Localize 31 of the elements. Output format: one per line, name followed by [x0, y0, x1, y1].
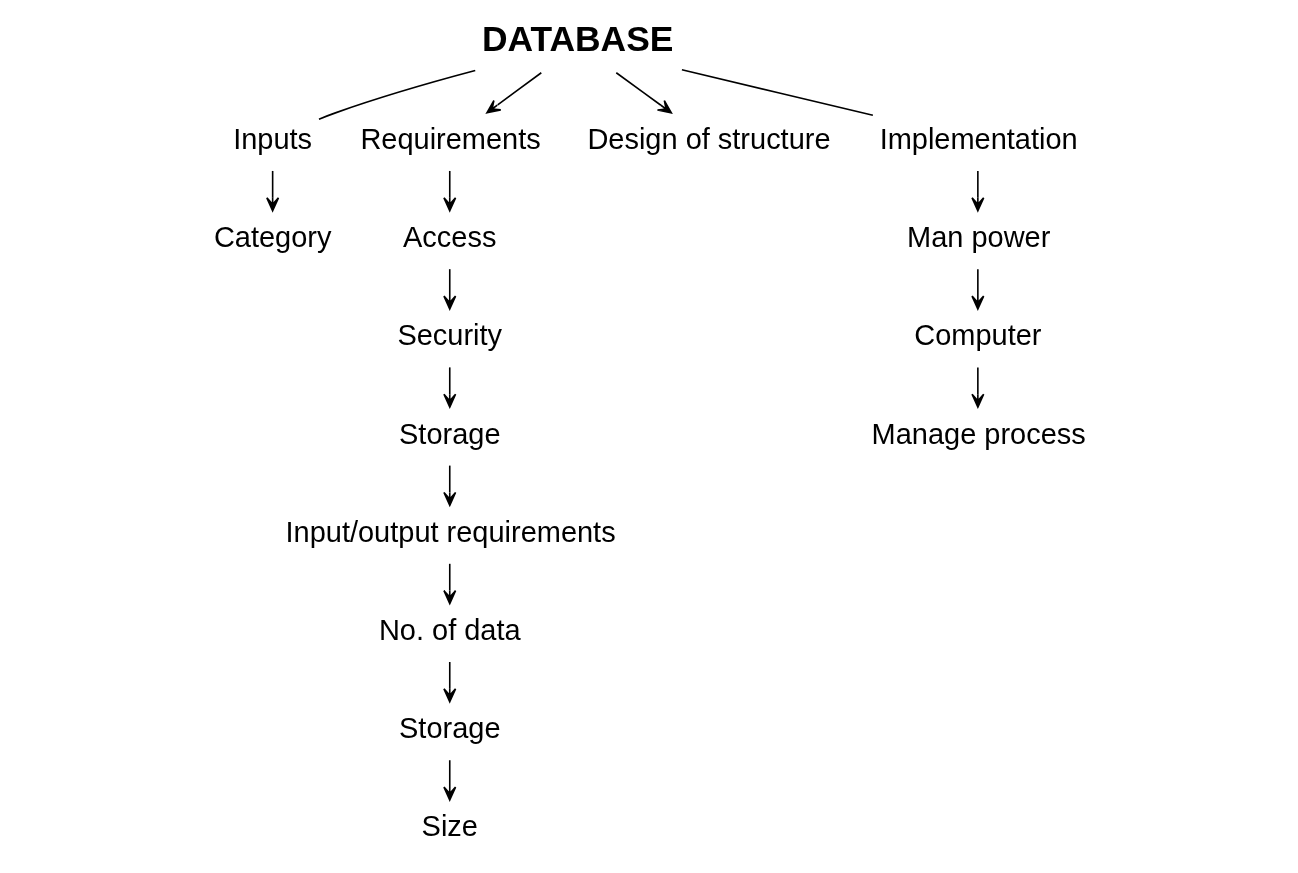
node-text: Size — [421, 810, 478, 843]
node-text: Storage — [399, 712, 501, 745]
node-text: Access — [403, 221, 497, 254]
arrow — [266, 170, 280, 212]
node-text: Computer — [914, 319, 1042, 352]
arrow — [443, 759, 457, 801]
arrow — [443, 464, 457, 507]
arrow — [971, 170, 985, 212]
arrow — [971, 268, 985, 310]
node-text: Man power — [907, 221, 1051, 254]
node-text: Storage — [399, 417, 501, 450]
connector — [681, 69, 874, 117]
node-text: Requirements — [360, 122, 541, 155]
node-text: Inputs — [233, 122, 313, 155]
arrow — [443, 563, 457, 605]
node-text: Security — [397, 319, 503, 352]
connector — [318, 69, 477, 120]
node-text: Implementation — [879, 122, 1078, 155]
arrow — [486, 71, 543, 114]
arrow — [615, 71, 673, 114]
node-text: Input/output requirements — [285, 515, 616, 548]
arrow — [443, 661, 457, 703]
arrow — [443, 366, 457, 408]
node-text: DATABASE — [481, 19, 674, 60]
node-text: Category — [213, 221, 332, 254]
node-text: No. of data — [378, 614, 521, 647]
node-text: Manage process — [871, 417, 1086, 450]
arrow — [971, 366, 985, 408]
node-text: Design of structure — [587, 122, 831, 155]
arrow — [443, 170, 457, 212]
arrow — [443, 268, 457, 310]
